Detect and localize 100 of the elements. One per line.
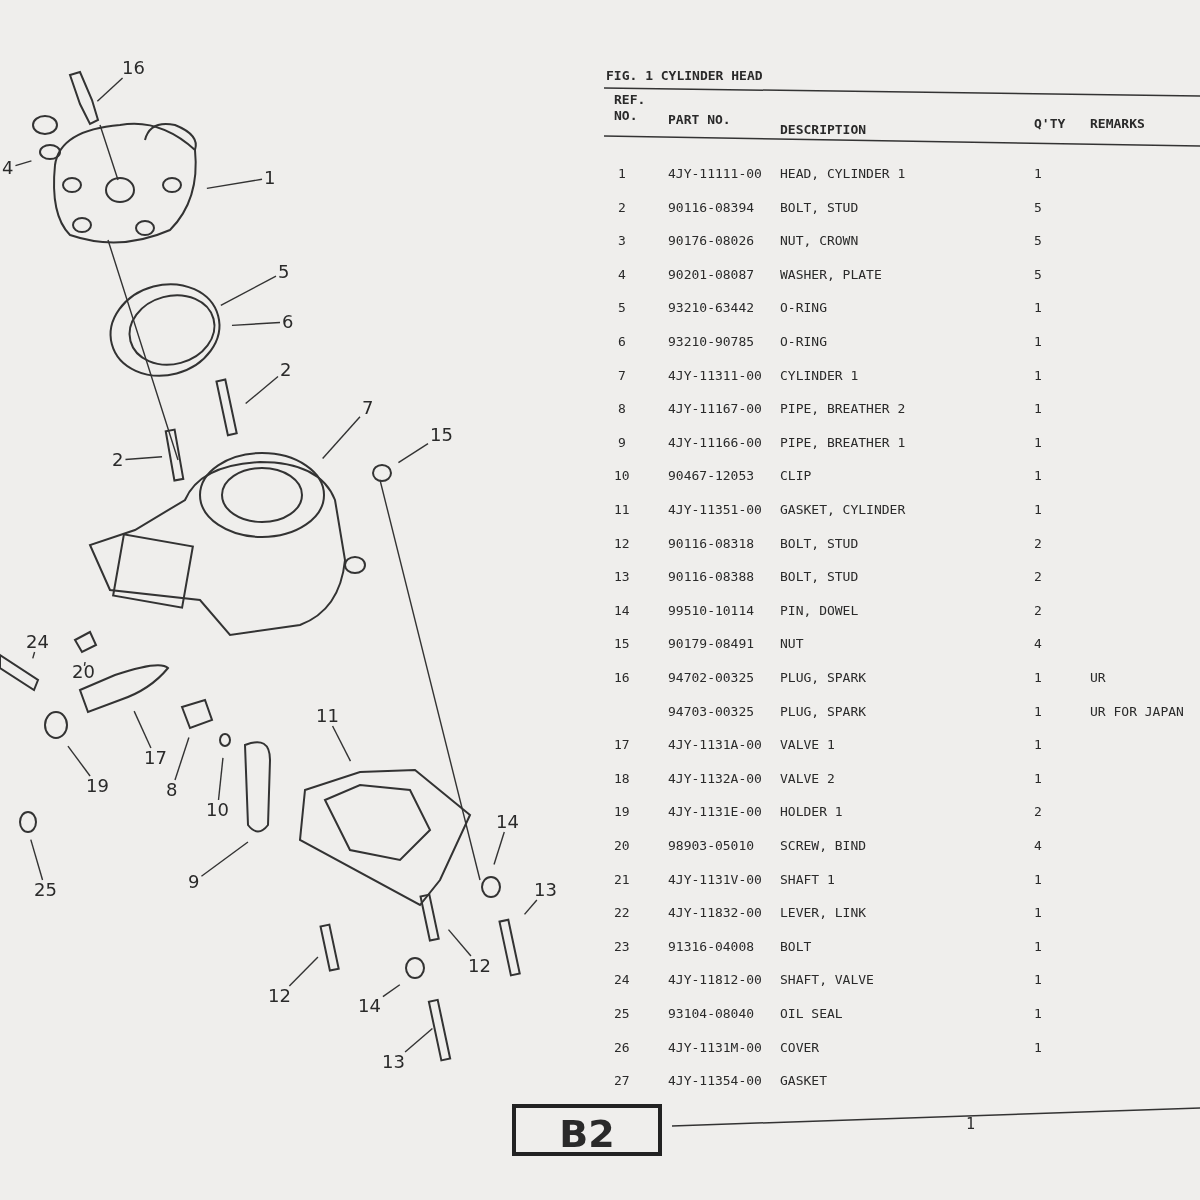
part-description: LEVER, LINK xyxy=(780,905,867,922)
ref-number: 21 xyxy=(614,871,630,888)
part-number: 4JY-1132A-00 xyxy=(668,770,762,787)
callout-number: 20 xyxy=(70,662,97,682)
callout-number: 14 xyxy=(356,996,383,1016)
ref-number: 11 xyxy=(614,502,630,518)
quantity: 1 xyxy=(1034,972,1042,989)
part-number: 90116-08388 xyxy=(668,569,755,586)
callout-number: 5 xyxy=(276,262,292,282)
quantity: 5 xyxy=(1034,199,1042,216)
leader-line xyxy=(220,275,277,306)
quantity: 1 xyxy=(1034,502,1042,518)
leader-line xyxy=(404,1027,434,1053)
part-description: GASKET, CYLINDER xyxy=(780,502,906,518)
callout-number: 25 xyxy=(32,880,59,900)
quantity: 2 xyxy=(1034,569,1042,586)
part-number: 4JY-11111-00 xyxy=(668,166,762,182)
ref-number: 7 xyxy=(618,367,626,384)
part-number: 99510-10114 xyxy=(668,602,755,619)
column-header: DESCRIPTION xyxy=(780,122,867,138)
part-description: NUT xyxy=(780,636,804,653)
leader-line xyxy=(288,956,319,987)
quantity: 1 xyxy=(1034,703,1042,720)
callout-number: 2 xyxy=(278,360,294,380)
column-header: REF. NO. xyxy=(614,92,647,124)
page-number: 1 xyxy=(966,1116,976,1132)
leader-line xyxy=(382,984,401,998)
part-description: HEAD, CYLINDER 1 xyxy=(780,166,906,182)
part-description: SHAFT 1 xyxy=(780,871,835,888)
part-number: 4JY-1131V-00 xyxy=(668,871,762,888)
callout-number: 7 xyxy=(360,398,376,418)
part-description: SHAFT, VALVE xyxy=(780,972,874,989)
ref-number: 1 xyxy=(618,166,626,182)
leader-line xyxy=(231,321,281,327)
part-description: BOLT, STUD xyxy=(780,569,859,586)
part-number: 94703-00325 xyxy=(668,703,755,720)
quantity: 5 xyxy=(1034,233,1042,250)
leader-line xyxy=(83,661,86,667)
leader-line xyxy=(174,736,190,781)
quantity: 1 xyxy=(1034,1039,1042,1056)
part-number: 90179-08491 xyxy=(668,636,755,653)
quantity: 1 xyxy=(1034,166,1042,182)
ref-number: 5 xyxy=(618,300,626,317)
quantity: 1 xyxy=(1034,670,1042,686)
quantity: 1 xyxy=(1034,401,1042,418)
section-tab: B2 xyxy=(512,1104,662,1156)
leader-line xyxy=(321,415,361,460)
remarks: UR xyxy=(1090,670,1106,686)
column-header: Q'TY xyxy=(1034,116,1066,132)
part-number: 90116-08394 xyxy=(668,199,755,216)
ref-number: 9 xyxy=(618,434,626,451)
ref-number: 13 xyxy=(614,569,630,586)
part-number: 93210-63442 xyxy=(668,300,755,317)
part-number: 4JY-1131M-00 xyxy=(668,1039,762,1056)
part-description: BOLT, STUD xyxy=(780,535,859,552)
leader-line xyxy=(30,838,44,881)
ref-number: 10 xyxy=(614,468,630,485)
remarks: UR FOR JAPAN xyxy=(1090,703,1184,720)
part-number: 4JY-11311-00 xyxy=(668,367,762,384)
part-description: WASHER, PLATE xyxy=(780,266,882,283)
quantity: 2 xyxy=(1034,602,1042,619)
part-number: 93104-08040 xyxy=(668,1006,755,1022)
ref-number: 19 xyxy=(614,804,630,821)
ref-number: 16 xyxy=(614,670,630,686)
leader-line xyxy=(206,178,263,190)
part-number: 4JY-1131E-00 xyxy=(668,804,762,821)
quantity: 1 xyxy=(1034,367,1042,384)
leader-line xyxy=(447,928,472,957)
part-number: 4JY-1131A-00 xyxy=(668,737,762,754)
quantity: 1 xyxy=(1034,1006,1042,1022)
callout-number: 15 xyxy=(428,425,455,445)
callout-number: 14 xyxy=(494,812,521,832)
quantity: 1 xyxy=(1034,871,1042,888)
quantity: 1 xyxy=(1034,938,1042,955)
callout-number: 10 xyxy=(204,800,231,820)
callout-number: 12 xyxy=(466,956,493,976)
leader-line xyxy=(67,745,91,777)
leader-line xyxy=(133,710,152,749)
part-description: BOLT, STUD xyxy=(780,199,859,216)
part-description: CLIP xyxy=(780,468,812,485)
part-description: SCREW, BIND xyxy=(780,838,867,854)
part-description: NUT, CROWN xyxy=(780,233,859,250)
part-description: BOLT xyxy=(780,938,812,955)
callout-number: 6 xyxy=(280,312,296,332)
ref-number: 6 xyxy=(618,334,626,350)
callout-number: 24 xyxy=(24,632,51,652)
part-number: 91316-04008 xyxy=(668,938,755,955)
part-description: HOLDER 1 xyxy=(780,804,843,821)
part-number: 93210-90785 xyxy=(668,334,755,350)
quantity: 4 xyxy=(1034,838,1042,854)
ref-number: 4 xyxy=(618,266,626,283)
quantity: 5 xyxy=(1034,266,1042,283)
ref-number: 15 xyxy=(614,636,630,653)
part-description: O-RING xyxy=(780,334,827,350)
ref-number: 24 xyxy=(614,972,630,989)
callout-number: 19 xyxy=(84,776,111,796)
quantity: 2 xyxy=(1034,535,1042,552)
quantity: 1 xyxy=(1034,468,1042,485)
part-description: PIPE, BREATHER 2 xyxy=(780,401,906,418)
quantity: 1 xyxy=(1034,737,1042,754)
